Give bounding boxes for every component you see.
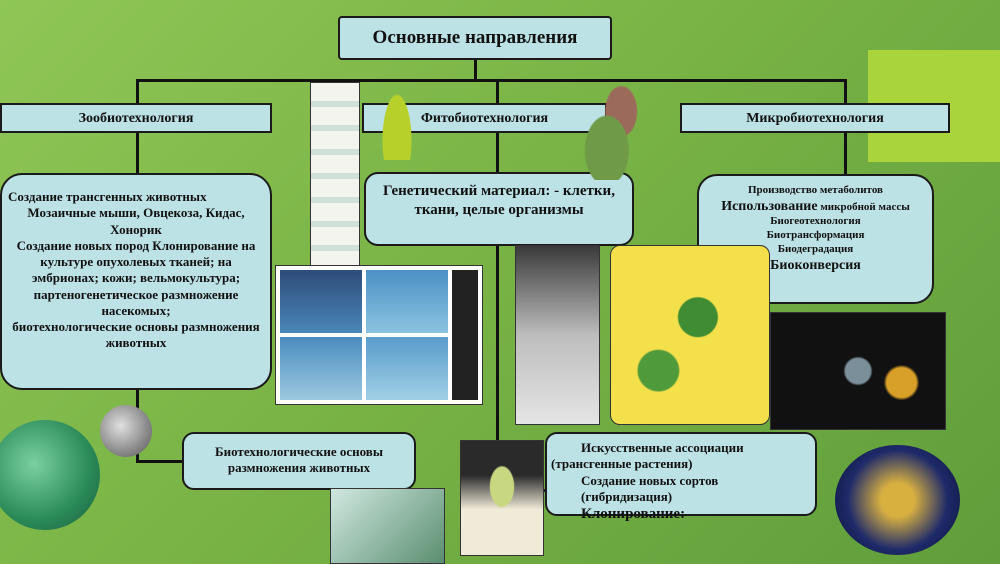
bottom-left-text: размножения животных xyxy=(227,460,371,476)
connector xyxy=(136,79,846,82)
lab-protocol-image xyxy=(310,82,360,266)
zoo-item: партеногенетическое размножение насекомы… xyxy=(33,286,239,318)
bottom-right-box: Искусственные ассоциации (трансгенные ра… xyxy=(545,432,817,522)
seedlings-image xyxy=(330,488,445,564)
microscopy-image xyxy=(275,265,483,405)
bottom-right-item: Клонирование: xyxy=(581,506,686,522)
sprout-image xyxy=(372,62,422,160)
leaves-image xyxy=(578,82,650,180)
title: Основные направления xyxy=(372,27,578,48)
bottom-left-box: Биотехнологические основы размножения жи… xyxy=(182,432,416,490)
micro-item: Биогеотехнология xyxy=(770,215,861,228)
zoo-item: биотехнологические основы размножения жи… xyxy=(12,319,260,351)
virus-icon xyxy=(100,405,152,457)
bottom-right-item: (трансгенные растения) xyxy=(551,456,693,472)
title-box: Основные направления xyxy=(338,16,612,60)
micro-label: Микробиотехнология xyxy=(746,111,884,126)
callus-image xyxy=(460,440,544,556)
bottom-right-item: Создание новых сортов (гибридизация) xyxy=(581,472,719,504)
zoo-label: Зообиотехнология xyxy=(78,111,194,126)
micro-item: микробной массы xyxy=(820,200,910,213)
connector xyxy=(474,60,477,82)
microbe-image xyxy=(770,312,946,430)
connector xyxy=(496,79,499,491)
zoo-content: Создание трансгенных животных Мозаичные … xyxy=(0,173,272,390)
bottom-right-item: Искусственные ассоциации xyxy=(581,440,744,455)
petri-dish-image xyxy=(835,445,960,555)
phyto-item: Генетический материал: - клетки, ткани, … xyxy=(383,183,615,218)
micro-item: Использование xyxy=(721,198,818,214)
phyto-content: Генетический материал: - клетки, ткани, … xyxy=(364,172,634,246)
micro-item: Производство метаболитов xyxy=(747,184,883,196)
micro-item: Биотрансформация xyxy=(766,229,865,241)
micro-item: Биоконверсия xyxy=(770,257,861,273)
zoo-item: Создание новых пород Клонирование на кул… xyxy=(16,237,256,286)
bottom-left-text: Биотехнологические основы xyxy=(215,444,383,459)
connector xyxy=(136,460,184,463)
plant-cells-image xyxy=(610,245,770,425)
zoo-header: Зообиотехнология xyxy=(0,103,272,133)
phyto-label: Фитобиотехнология xyxy=(420,111,549,126)
micro-header: Микробиотехнология xyxy=(680,103,950,133)
zoo-item: Мозаичные мыши, Овцекоза, Кидас, Хонорик xyxy=(27,205,245,237)
scientist-image xyxy=(515,245,600,425)
micro-item: Биодеградация xyxy=(777,242,854,255)
virus-icon xyxy=(0,420,100,530)
zoo-item: Создание трансгенных животных xyxy=(8,189,207,204)
